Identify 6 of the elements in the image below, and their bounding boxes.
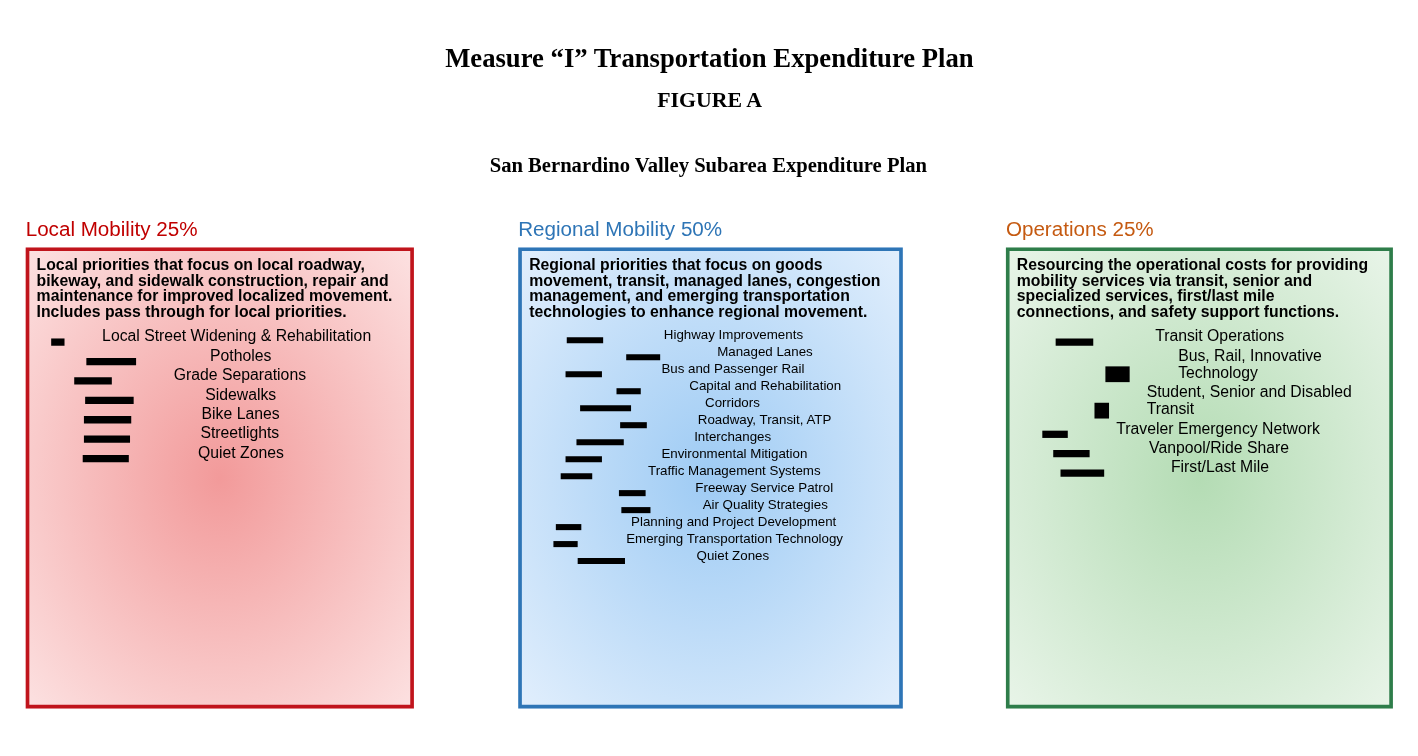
node-label: Local Mobility 25% [25, 216, 198, 240]
label: FIGURE A [657, 87, 763, 112]
node-label: Regional Mobility 50% [518, 216, 723, 240]
diagram-title: Measure “I” Transportation Expenditure Plan [445, 42, 974, 73]
node-label: Operations 25% [1005, 216, 1154, 240]
label: San Bernardino Valley Subarea Expenditure Plan [489, 153, 928, 176]
